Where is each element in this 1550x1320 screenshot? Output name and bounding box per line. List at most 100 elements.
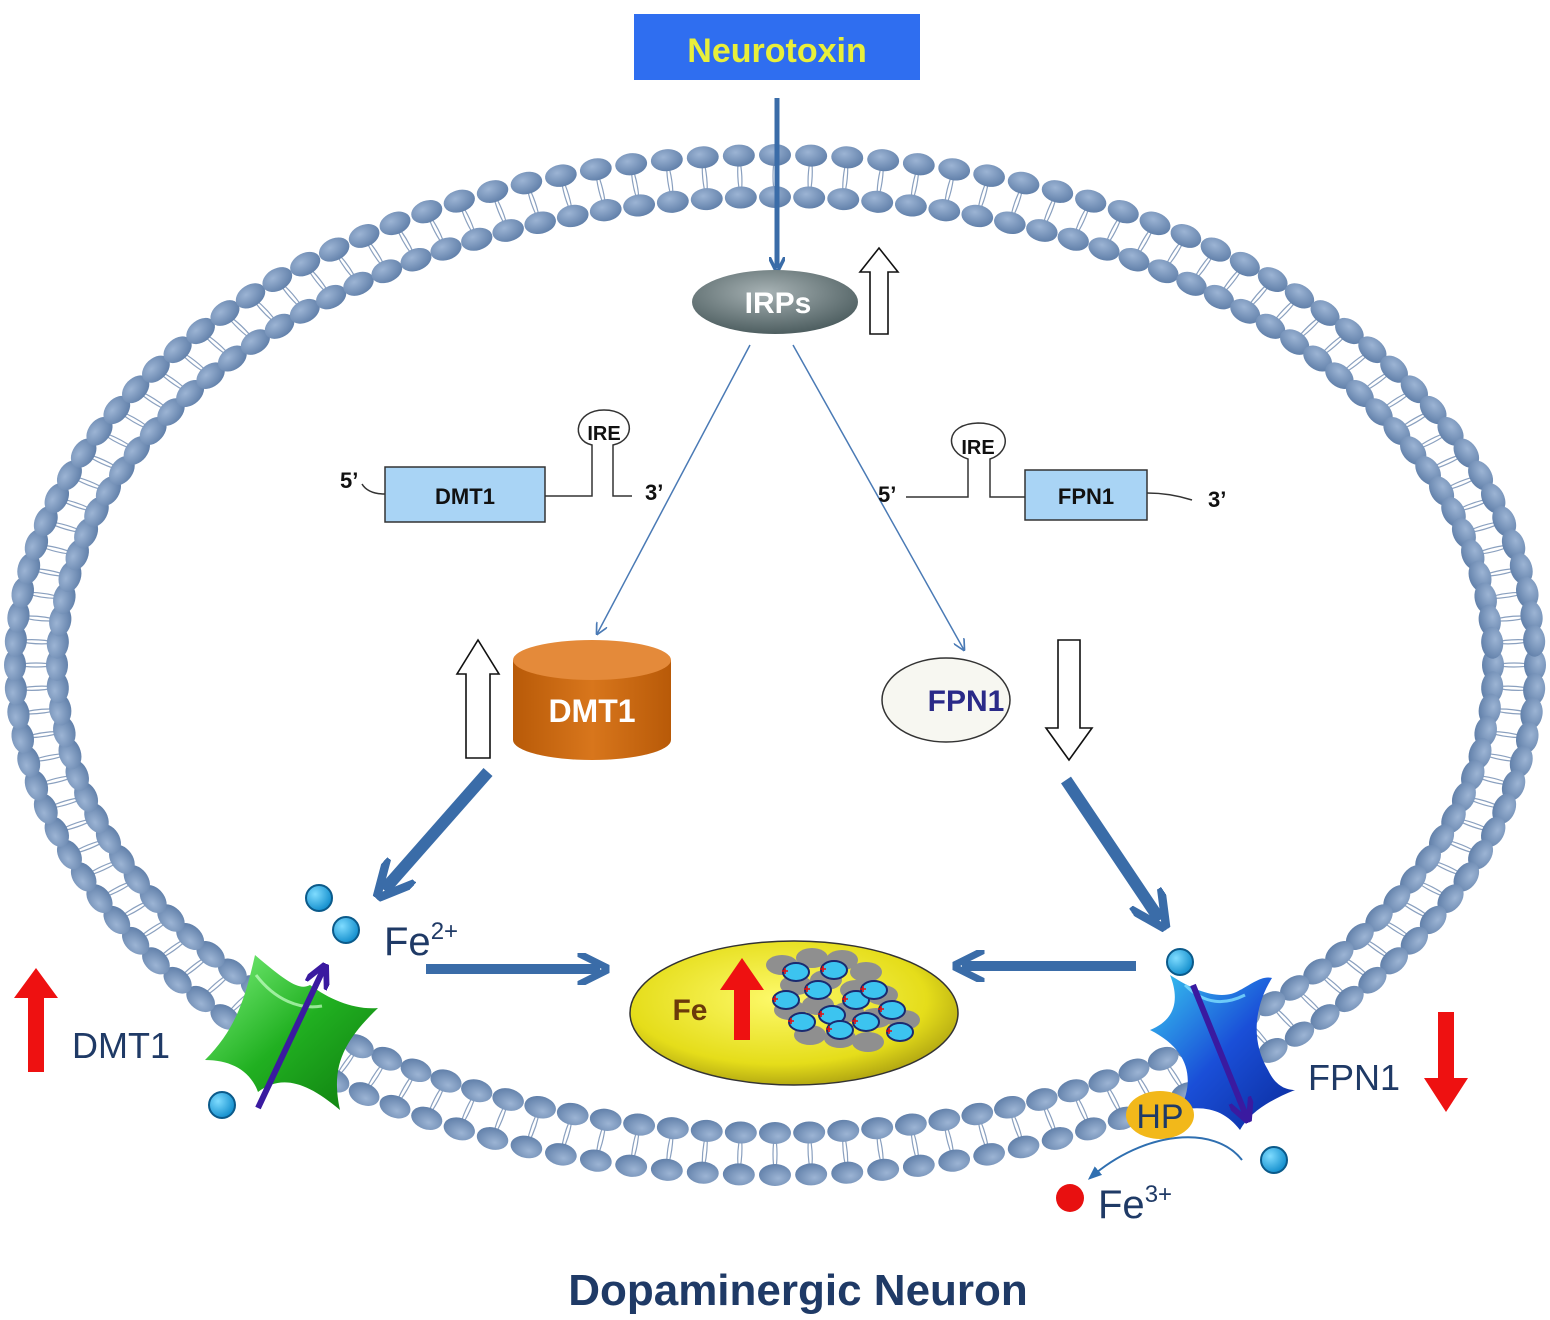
lipid-head	[443, 1117, 475, 1141]
lipid-head	[1203, 284, 1234, 310]
positive-charge-mark	[820, 966, 826, 972]
lipid-head	[1520, 600, 1543, 633]
lipid-head	[1481, 626, 1504, 659]
lipid-head	[343, 1034, 374, 1059]
dmt1-import-arrow	[255, 968, 324, 1110]
lipid-head	[1523, 624, 1546, 657]
irps-label: IRPs	[745, 287, 812, 320]
lipid-head	[1515, 721, 1539, 754]
lipid-head	[1257, 267, 1288, 293]
lipid-head	[1303, 958, 1333, 985]
lipid-head	[1419, 395, 1447, 425]
lipid-head	[579, 1149, 612, 1172]
lipid-head	[400, 1058, 432, 1083]
lipid-head	[961, 204, 994, 228]
lipid-head	[348, 1082, 380, 1106]
positive-charge-mark	[878, 1006, 884, 1012]
lipid-head	[1365, 904, 1393, 932]
lipid-head	[4, 624, 27, 657]
lipid-head	[1026, 219, 1058, 242]
irps-to-dmt1-arrow	[597, 344, 751, 634]
lipid-head	[1523, 673, 1546, 706]
lipid-head	[1255, 313, 1286, 339]
fe3-label: Fe3+	[1098, 1181, 1172, 1227]
lipid-head	[1257, 1037, 1288, 1063]
cell-membrane-bilayer	[4, 144, 1546, 1186]
lipid-head	[103, 395, 131, 425]
lipid-head	[262, 267, 293, 293]
lipid-head	[650, 1158, 683, 1181]
lipid-head	[217, 345, 247, 372]
lipid-head	[157, 904, 185, 932]
lipid-head	[1310, 300, 1340, 326]
lipid-head	[894, 1113, 927, 1136]
lipid-head	[163, 966, 192, 994]
lipid-head	[44, 483, 70, 514]
lipid-head	[795, 144, 828, 167]
lipid-head	[1284, 1021, 1315, 1047]
neurotoxin-label: Neurotoxin	[687, 32, 866, 70]
lipid-head	[1345, 380, 1374, 408]
lipid-head	[217, 958, 247, 985]
lipid-head	[1400, 926, 1428, 955]
lipid-head	[686, 146, 719, 169]
lipid-head	[938, 1149, 971, 1172]
lipid-head	[759, 1164, 791, 1186]
lipid-head	[1480, 483, 1506, 514]
fpn1-mrna-5prime: 5’	[878, 482, 896, 507]
irps-up-arrow-icon	[858, 246, 900, 335]
positive-charge-mark	[818, 1011, 824, 1017]
lipid-head	[579, 158, 612, 181]
lipid-head	[793, 186, 826, 209]
ferritin-iron-core	[788, 1012, 816, 1032]
fpn1-protein-label: FPN1	[928, 685, 1005, 718]
lipid-head	[400, 247, 432, 272]
lipid-head	[343, 271, 374, 296]
lipid-head	[1255, 991, 1286, 1017]
lipid-head	[1419, 905, 1447, 935]
ferritin-shell	[850, 962, 882, 982]
lipid-head	[1520, 697, 1543, 730]
lipid-head	[1325, 362, 1354, 389]
lipid-head	[1335, 317, 1364, 345]
lipid-head	[1057, 227, 1089, 251]
lipid-head	[371, 1046, 403, 1071]
lipid-head	[86, 884, 113, 914]
fe2-charge: 2+	[431, 918, 458, 945]
lipid-head	[861, 190, 894, 213]
lipid-head	[56, 839, 82, 870]
dmt1-protein-cylinder	[513, 640, 671, 760]
lipid-head	[1345, 922, 1374, 950]
lipid-head	[1147, 259, 1179, 284]
lipid-head	[1007, 171, 1040, 195]
ferritin-iron-core	[860, 980, 888, 1000]
lipid-head	[24, 769, 49, 801]
lipid-head	[556, 204, 589, 228]
lipid-head	[724, 186, 757, 209]
lipid-head	[690, 1119, 723, 1142]
lipid-head	[443, 189, 475, 213]
lipid-head	[656, 1117, 689, 1140]
lipid-head	[318, 237, 350, 262]
lipid-head	[827, 1119, 860, 1142]
lipid-head	[1492, 793, 1517, 824]
lipid-head	[1501, 529, 1526, 561]
lipid-head	[1380, 947, 1408, 975]
lipid-head	[961, 1102, 994, 1126]
lipid-head	[545, 1143, 577, 1166]
lipid-head	[210, 1004, 240, 1030]
lipid-head	[461, 227, 493, 251]
lipid-head	[1468, 460, 1494, 491]
dmt1-mrna-3prime: 3’	[645, 480, 663, 505]
fpn1-down-arrow-icon	[1044, 639, 1094, 762]
lipid-head	[510, 1135, 543, 1159]
lipid-head	[1468, 839, 1494, 870]
fe-red-up-arrow-icon	[720, 958, 764, 1040]
positive-charge-mark	[772, 996, 778, 1002]
lipid-head	[1280, 329, 1310, 355]
lipid-head	[615, 153, 648, 176]
lipid-head	[196, 941, 225, 968]
oxidation-arrow	[1087, 1136, 1243, 1180]
lipid-head	[264, 313, 295, 339]
lipid-head	[623, 194, 656, 217]
